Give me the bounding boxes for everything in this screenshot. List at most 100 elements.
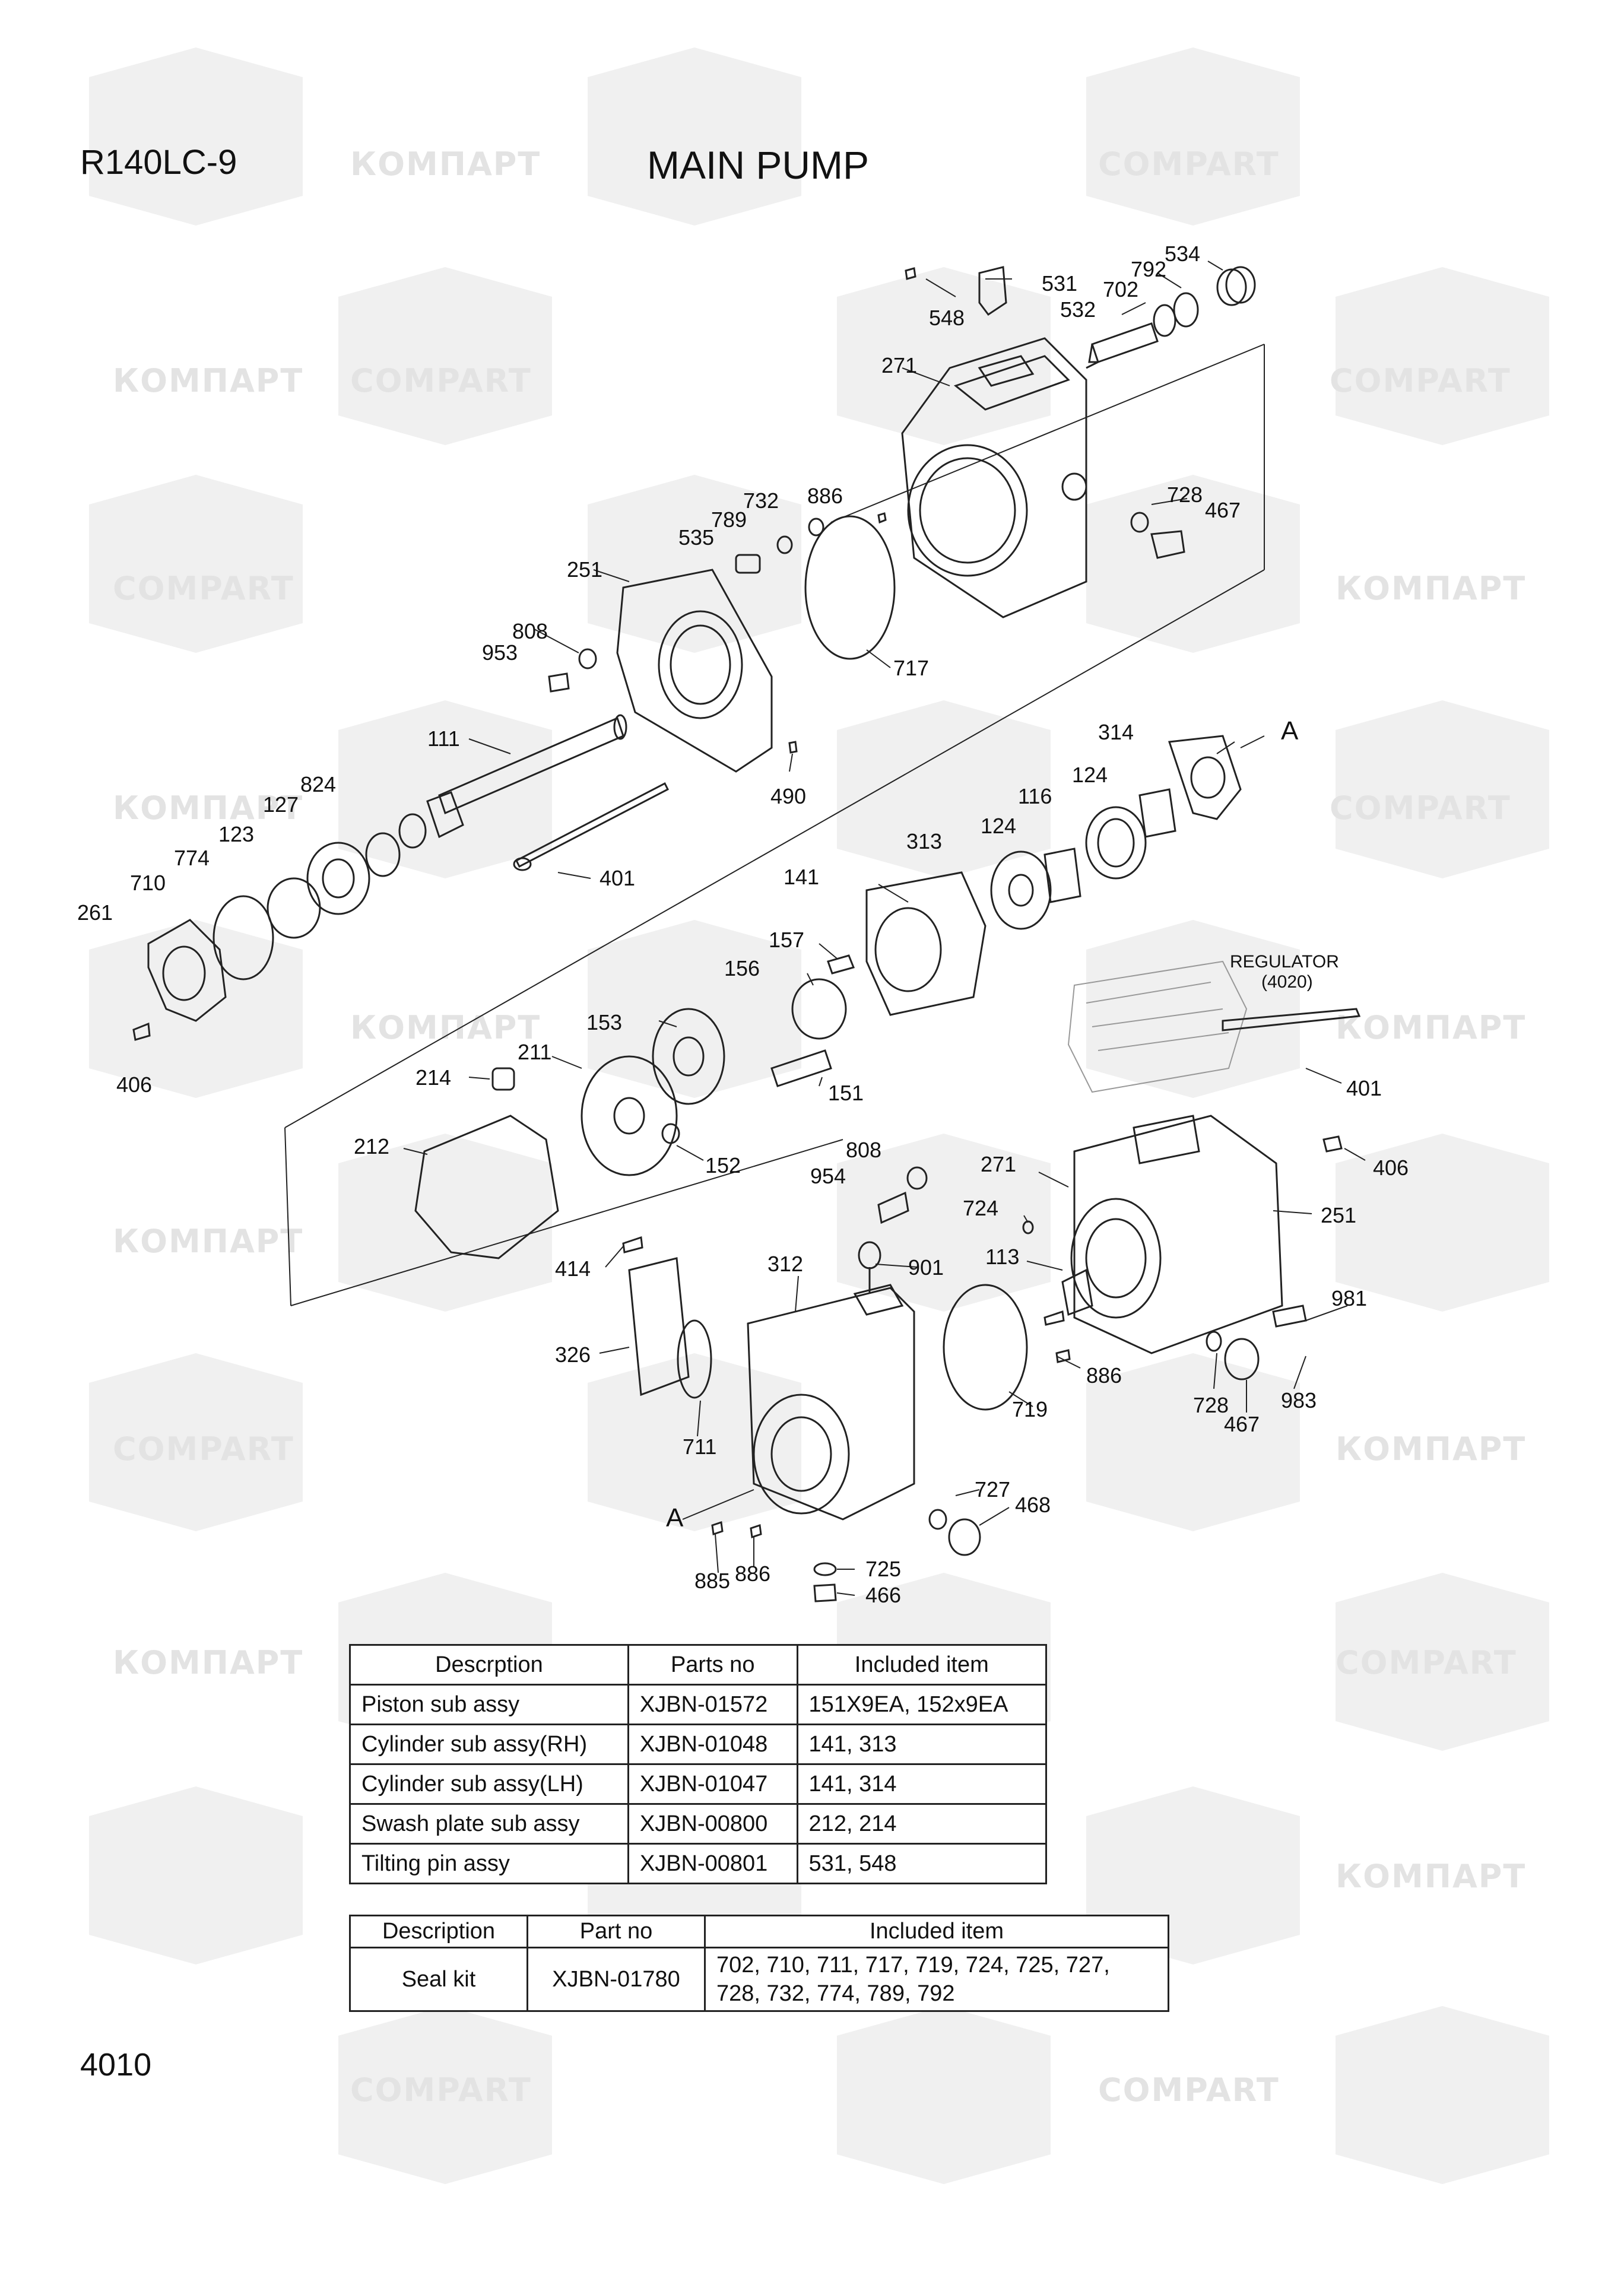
callout-251: 251 [1321, 1203, 1356, 1227]
description-cell: Seal kit [349, 1947, 528, 2012]
callout-312: 312 [767, 1252, 803, 1276]
callout-719: 719 [1012, 1397, 1048, 1421]
watermark-text: COMPART [1098, 2071, 1280, 2109]
valve-block-251-top [616, 569, 773, 773]
watermark-text: КОМПАРТ [113, 362, 304, 399]
callout-531: 531 [1042, 271, 1077, 296]
seal-cover-261 [147, 919, 227, 1022]
callout-808: 808 [846, 1138, 881, 1162]
description-cell: Tilting pin assy [349, 1843, 629, 1884]
table-header-row: Descrption Parts no Included item [349, 1644, 1048, 1686]
callout-548: 548 [929, 306, 965, 330]
drive-shaft-111 [426, 714, 627, 839]
description-cell: Swash plate sub assy [349, 1803, 629, 1845]
callout-732: 732 [743, 488, 779, 513]
diagram-drawing [132, 261, 1366, 1602]
part-number-cell: XJBN-00801 [627, 1843, 798, 1884]
callout-261: 261 [77, 900, 113, 925]
description-cell: Piston sub assy [349, 1684, 629, 1725]
part-number-cell: XJBN-01780 [526, 1947, 706, 2012]
watermark-text: КОМПАРТ [1336, 1009, 1527, 1046]
callout-401: 401 [1346, 1076, 1382, 1100]
callout-326: 326 [555, 1342, 591, 1367]
callout-116: 116 [1018, 784, 1052, 808]
callout-728: 728 [1193, 1393, 1229, 1417]
callout-886: 886 [807, 484, 843, 508]
callout-724: 724 [963, 1196, 998, 1220]
callout-313: 313 [906, 829, 942, 853]
valve-plate-314 [1168, 735, 1242, 820]
callout-717: 717 [893, 656, 929, 680]
callout-124: 124 [1072, 763, 1108, 787]
callout-535: 535 [678, 525, 714, 550]
callout-711: 711 [683, 1434, 716, 1459]
description-cell: Cylinder sub assy(RH) [349, 1724, 629, 1765]
column-header: Part no [526, 1915, 706, 1948]
callout-467: 467 [1205, 498, 1241, 522]
table-row: Cylinder sub assy(RH) XJBN-01048 141, 31… [349, 1724, 1048, 1765]
watermark-text: КОМПАРТ [113, 1223, 304, 1260]
tilting-pin-group [905, 266, 1256, 369]
part-number-cell: XJBN-00800 [627, 1803, 798, 1845]
watermark-text: КОМПАРТ [350, 1009, 541, 1046]
callout-710: 710 [130, 871, 166, 895]
callout-824: 824 [300, 772, 336, 796]
watermark-text: КОМПАРТ [350, 145, 541, 183]
o-ring-719 [943, 1284, 1028, 1411]
watermark-text: COMPART [113, 570, 294, 607]
piston-151 [770, 1049, 832, 1087]
callout-792: 792 [1131, 257, 1166, 281]
watermark-text: COMPART [1336, 1644, 1517, 1681]
column-header: Descrption [349, 1644, 629, 1686]
callout-127: 127 [263, 792, 299, 817]
watermark-text: COMPART [350, 362, 532, 399]
callout-152: 152 [705, 1153, 741, 1178]
bush-214 [491, 1067, 515, 1091]
included-items-cell: 702, 710, 711, 717, 719, 724, 725, 727, … [704, 1947, 1169, 2012]
callout-214: 214 [415, 1065, 451, 1090]
callout-124: 124 [981, 814, 1016, 838]
callout-414: 414 [555, 1256, 591, 1281]
included-items-cell: 141, 314 [796, 1763, 1048, 1805]
callout-725: 725 [865, 1557, 901, 1581]
callout-406: 406 [116, 1072, 152, 1097]
seal-kit-table: Description Part no Included item Seal k… [349, 1915, 1169, 2012]
o-ring-711 [677, 1319, 712, 1399]
swash-plate-212 [414, 1115, 559, 1259]
callout-808: 808 [512, 619, 548, 643]
column-header: Included item [704, 1915, 1169, 1948]
callout-981: 981 [1331, 1286, 1367, 1310]
tie-bolt-401b [1222, 1008, 1361, 1031]
part-number-cell: XJBN-01572 [627, 1684, 798, 1725]
table-header-row: Description Part no Included item [349, 1915, 1169, 1948]
callout-113: 113 [985, 1245, 1019, 1269]
callout-953: 953 [482, 640, 518, 665]
watermark-text: КОМПАРТ [1336, 1858, 1527, 1895]
sub-assembly-table: Descrption Parts no Included item Piston… [349, 1644, 1048, 1884]
column-header: Description [349, 1915, 528, 1948]
table-row: Seal kit XJBN-01780 702, 710, 711, 717, … [349, 1947, 1169, 2012]
regulator-ghost [1067, 960, 1248, 1093]
callout-123: 123 [218, 822, 254, 846]
valve-block-312 [747, 1284, 915, 1521]
callout-886: 886 [735, 1561, 770, 1586]
included-items-cell: 141, 313 [796, 1724, 1048, 1765]
column-header: Parts no [627, 1644, 798, 1686]
watermark-text: COMPART [1330, 789, 1511, 827]
included-items-cell: 212, 214 [796, 1803, 1048, 1845]
callout-211: 211 [518, 1040, 551, 1064]
cylinder-block-141 [865, 871, 987, 1016]
needle-bearing-124 [1043, 848, 1081, 903]
callout-314: 314 [1098, 720, 1134, 744]
callout-251: 251 [567, 557, 602, 582]
callout-157: 157 [769, 928, 804, 952]
valve-plate-313 [990, 850, 1052, 930]
part-number-cell: XJBN-01047 [627, 1763, 798, 1805]
included-items-line: 702, 710, 711, 717, 719, 724, 725, 727, [716, 1953, 1110, 1978]
callout-467: 467 [1224, 1412, 1260, 1436]
watermark-text: КОМПАРТ [1336, 1430, 1527, 1468]
callout-886: 886 [1086, 1363, 1122, 1388]
table-row: Piston sub assy XJBN-01572 151X9EA, 152x… [349, 1684, 1048, 1725]
description-cell: Cylinder sub assy(LH) [349, 1763, 629, 1805]
page-number: 4010 [80, 2047, 152, 2083]
